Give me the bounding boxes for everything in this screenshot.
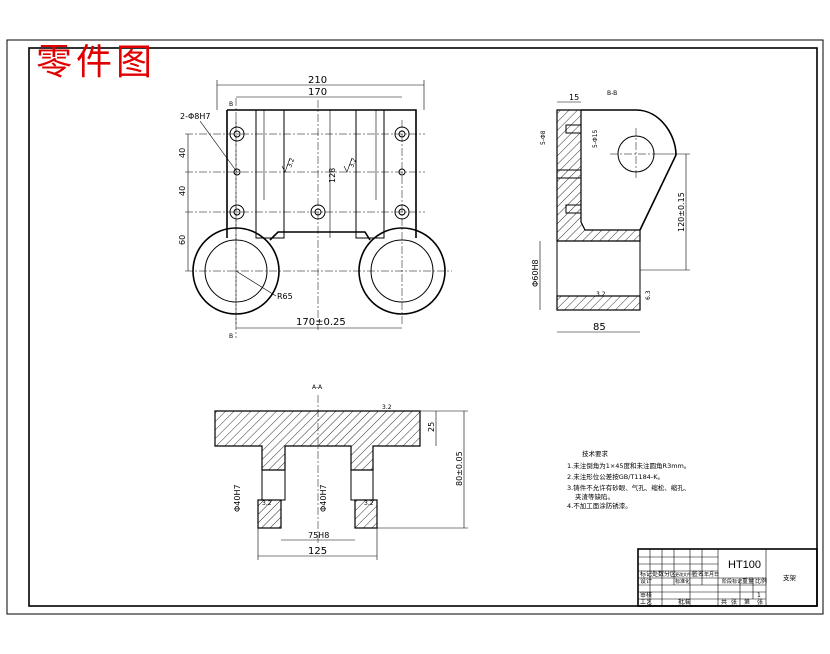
- sec-rough-l: 3.2: [262, 500, 272, 507]
- side-upper-hatch: [556, 109, 641, 242]
- b-mark-bottom: B: [229, 333, 233, 340]
- dim-left-a: 5-Φ8: [540, 130, 547, 145]
- tb-cell-2: 分区: [664, 570, 676, 578]
- rough-symbol-b: [343, 157, 353, 173]
- leader-hole: [199, 120, 238, 173]
- dim-v1: 40: [178, 148, 187, 158]
- rough-a: 3.2: [286, 157, 296, 169]
- outer-border: [6, 39, 824, 615]
- tech-requirements: 技术要求 1.未注倒角为1×45度和未注圆角R3mm。 2.未注形位公差按GB/…: [567, 449, 690, 510]
- tb-cell-3: 更改文件号: [675, 571, 695, 577]
- dim-radius: R65: [277, 292, 293, 301]
- title-block-frame: [637, 548, 818, 607]
- section-right-foot: [354, 499, 378, 529]
- front-outline: [226, 109, 417, 241]
- tb-cell-6: 设计: [640, 577, 652, 585]
- side-bore-body: [556, 240, 641, 297]
- tb-cell-1: 处数: [652, 570, 664, 578]
- tech-line-5: 4.不加工面涂防锈漆。: [567, 501, 632, 510]
- section-aa-label: A-A: [312, 384, 323, 391]
- side-bottom-hatch: [556, 295, 641, 311]
- tb-cell-16: 第: [744, 598, 750, 606]
- dim-right-small: 25: [427, 422, 436, 432]
- front-view: B B 210 170 2-Φ8H7 40 40 60 128 170±0.25…: [178, 75, 452, 340]
- dim-inner-width: 170: [308, 87, 327, 98]
- leader-r65: [235, 270, 277, 297]
- side-slot-1: [565, 124, 582, 134]
- dim-inner: 75H8: [308, 531, 329, 540]
- page-title: 零件图: [36, 42, 156, 83]
- section-right-leg: [350, 469, 374, 501]
- title-block: HT100 支架 标记 处数 分区 更改文件号 签名 年月日 设计 标准化 阶段…: [637, 548, 818, 607]
- tb-cell-10: 比例: [755, 577, 767, 585]
- rough-b: 3.2: [348, 157, 358, 169]
- dim-left-b: 5-Φ15: [592, 129, 599, 148]
- dim-v2: 40: [178, 186, 187, 196]
- tb-cell-18: 1: [757, 592, 761, 599]
- tb-cell-0: 标记: [640, 570, 652, 578]
- section-left-leg: [261, 469, 286, 501]
- left-rib: [255, 109, 285, 239]
- dim-right: 120±0.15: [677, 192, 686, 232]
- tech-line-4: 夹渣等缺陷。: [575, 492, 614, 501]
- section-left-foot: [257, 499, 282, 529]
- sec-rough-r: 3.2: [364, 500, 374, 507]
- tb-cell-15: 张: [731, 598, 737, 606]
- tech-heading: 技术要求: [582, 449, 609, 458]
- section-bb-label: B-B: [607, 90, 617, 97]
- tech-line-2: 2.未注形位公差按GB/T1184-K。: [567, 472, 664, 481]
- side-view: B-B 15 5-Φ8 5-Φ15 120±0.15 Φ60H8 85 3.2 …: [531, 90, 690, 333]
- tb-cell-9: 重量: [742, 577, 754, 585]
- side-slot-3: [565, 204, 582, 214]
- b-mark-top: B: [229, 101, 233, 108]
- tb-material: HT100: [728, 559, 761, 571]
- dim-bore-left: Φ40H7: [233, 484, 242, 512]
- tb-cell-7: 标准化: [675, 578, 690, 585]
- side-rough-b: 6.3: [645, 290, 652, 300]
- dim-v3: 60: [178, 235, 187, 245]
- dim-outer: 125: [308, 546, 327, 557]
- tb-cell-14: 共: [721, 598, 727, 606]
- tech-line-3: 3.铸件不允许有砂眼、气孔、缩松、缩孔、: [567, 483, 690, 492]
- dim-bottom: 85: [593, 322, 606, 333]
- section-upper-hatch: [214, 410, 421, 471]
- dim-right-large: 80±0.05: [455, 451, 464, 486]
- inner-border: [28, 47, 818, 607]
- dim-hole-callout: 2-Φ8H7: [180, 112, 210, 121]
- tb-cell-12: 工艺: [640, 598, 652, 606]
- rough-symbol-a: [281, 157, 291, 173]
- dim-left-bore: Φ60H8: [531, 259, 540, 287]
- dim-total-width: 210: [308, 75, 327, 86]
- dim-center: 170±0.25: [296, 317, 346, 328]
- tb-cell-4: 签名: [692, 570, 704, 578]
- side-slot-2: [556, 169, 582, 179]
- tb-cell-11: 审核: [640, 591, 652, 599]
- tb-cell-17: 张: [757, 598, 763, 606]
- sec-rough-top: 3.2: [382, 404, 392, 411]
- tech-line-1: 1.未注倒角为1×45度和未注圆角R3mm。: [567, 461, 690, 470]
- dim-top: 15: [569, 93, 579, 102]
- side-rough-a: 3.2: [596, 291, 606, 298]
- section-view: A-A 25 80±0.05 Φ40H7 Φ40H7 75H8 125 3.2 …: [214, 384, 468, 560]
- tb-cell-8: 阶段标记: [722, 578, 742, 585]
- tb-part-name: 支架: [783, 573, 797, 582]
- right-rib: [355, 109, 385, 239]
- dim-bore-mid: Φ40H7: [319, 484, 328, 512]
- tb-cell-13: 批准: [678, 598, 690, 606]
- dim-height: 128: [328, 168, 337, 183]
- tb-cell-5: 年月日: [704, 571, 719, 578]
